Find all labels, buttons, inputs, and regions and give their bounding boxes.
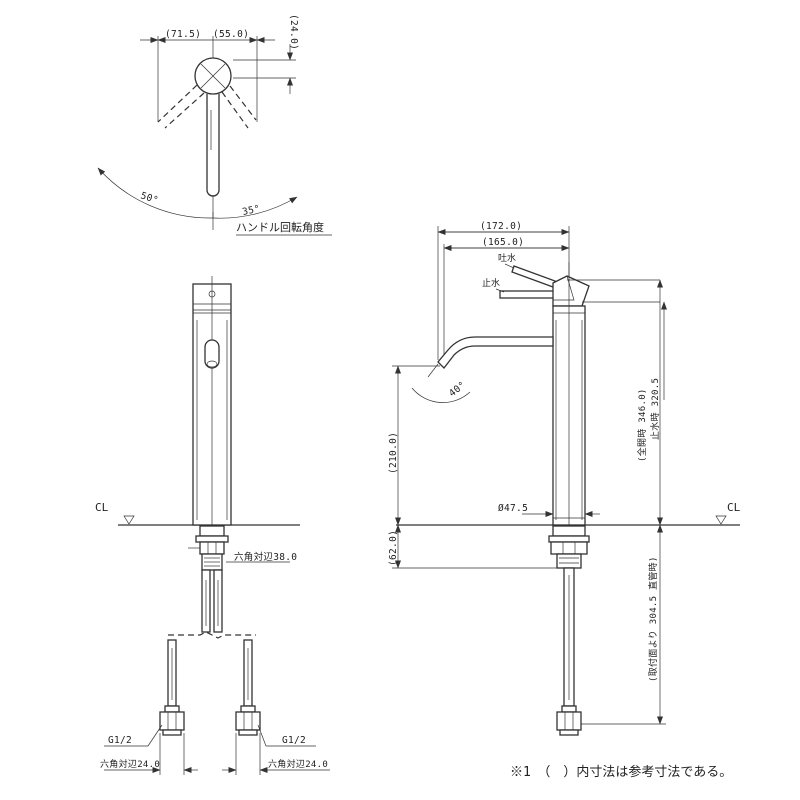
handle-rotation-caption: ハンドル回転角度	[236, 220, 324, 234]
angle-50: 50°	[139, 190, 160, 206]
handle-cap-side	[552, 275, 590, 307]
hex-24-left: 六角対辺24.0	[100, 758, 160, 770]
arc-35	[212, 196, 298, 219]
leader-g12-right	[257, 724, 267, 747]
spout-side	[437, 336, 554, 369]
arc-50	[97, 167, 214, 219]
thread-label-right: G1/2	[282, 735, 306, 746]
spout-outlet-ring	[206, 360, 218, 368]
arc-40	[411, 387, 471, 403]
front-view: CL 六角対辺38.0	[95, 276, 330, 775]
cl-marker-right	[715, 515, 727, 525]
cl-label-left: CL	[95, 501, 109, 514]
dim-62: (62.0)	[388, 530, 399, 566]
dim-165-0: (165.0)	[482, 237, 524, 248]
mount-hex-side	[550, 541, 588, 555]
dim-55-0: (55.0)	[213, 29, 249, 40]
lever-right-outline	[229, 85, 257, 121]
leader	[495, 288, 505, 293]
dim-diameter: Ø47.5	[498, 503, 528, 514]
reference-note: ※1 （ ）内寸法は参考寸法である。	[510, 764, 732, 780]
dim-total: (全開時 346.0)	[636, 388, 648, 462]
nut-right-collar	[240, 705, 256, 713]
cl-marker-left	[123, 515, 135, 525]
nut-side-base	[559, 729, 579, 736]
dim-71-5: (71.5)	[165, 29, 201, 40]
label-spout-open: 吐水	[498, 252, 516, 264]
leader	[504, 263, 515, 269]
dim-210: (210.0)	[388, 432, 399, 474]
side-view: CL (172.0) (165.0) 吐水 止水 4	[388, 221, 741, 736]
mount-nut-side	[552, 525, 586, 537]
mount-nut	[199, 525, 225, 537]
nut-right-hex	[235, 711, 261, 731]
hex-24-right: 六角対辺24.0	[268, 758, 328, 770]
dim-172-0: (172.0)	[480, 221, 522, 232]
nut-side-collar	[561, 705, 577, 713]
top-view: (71.5) (55.0) (24.0) 50° 35° ハンドル回転角度	[97, 14, 332, 236]
thread-label-left: G1/2	[108, 735, 132, 746]
handle-pin	[208, 290, 216, 298]
angle-35: 35°	[241, 203, 261, 218]
mount-shank-side	[556, 553, 582, 569]
nut-left-base	[162, 729, 182, 736]
lever-left-outline	[157, 84, 198, 123]
label-water-stop: 止水	[482, 277, 500, 289]
lever-closed-position	[499, 290, 557, 299]
break-line	[168, 631, 256, 639]
leader-g12-left	[147, 724, 163, 747]
lever-right-outline	[221, 91, 249, 129]
nut-side-hex	[556, 711, 582, 731]
nut-left-collar	[164, 705, 180, 713]
handle-cross	[200, 63, 226, 89]
mount-washer	[195, 535, 229, 543]
lever-straight	[206, 94, 220, 197]
cl-label-right: CL	[727, 501, 741, 514]
lever-open-position	[511, 265, 556, 288]
nut-left-hex	[159, 711, 185, 731]
mount-washer-side	[548, 535, 590, 543]
dim-24-0: (24.0)	[288, 14, 299, 50]
dim-stop: 止水時 320.5	[649, 378, 661, 440]
spout-outlet	[204, 339, 220, 369]
mount-hex	[199, 541, 225, 555]
dim-pipe: (取付面より 304.5 直管時)	[647, 556, 659, 682]
nut-right-base	[238, 729, 258, 736]
lever-left-outline	[164, 92, 205, 129]
hex-38-label: 六角対辺38.0	[234, 551, 297, 563]
